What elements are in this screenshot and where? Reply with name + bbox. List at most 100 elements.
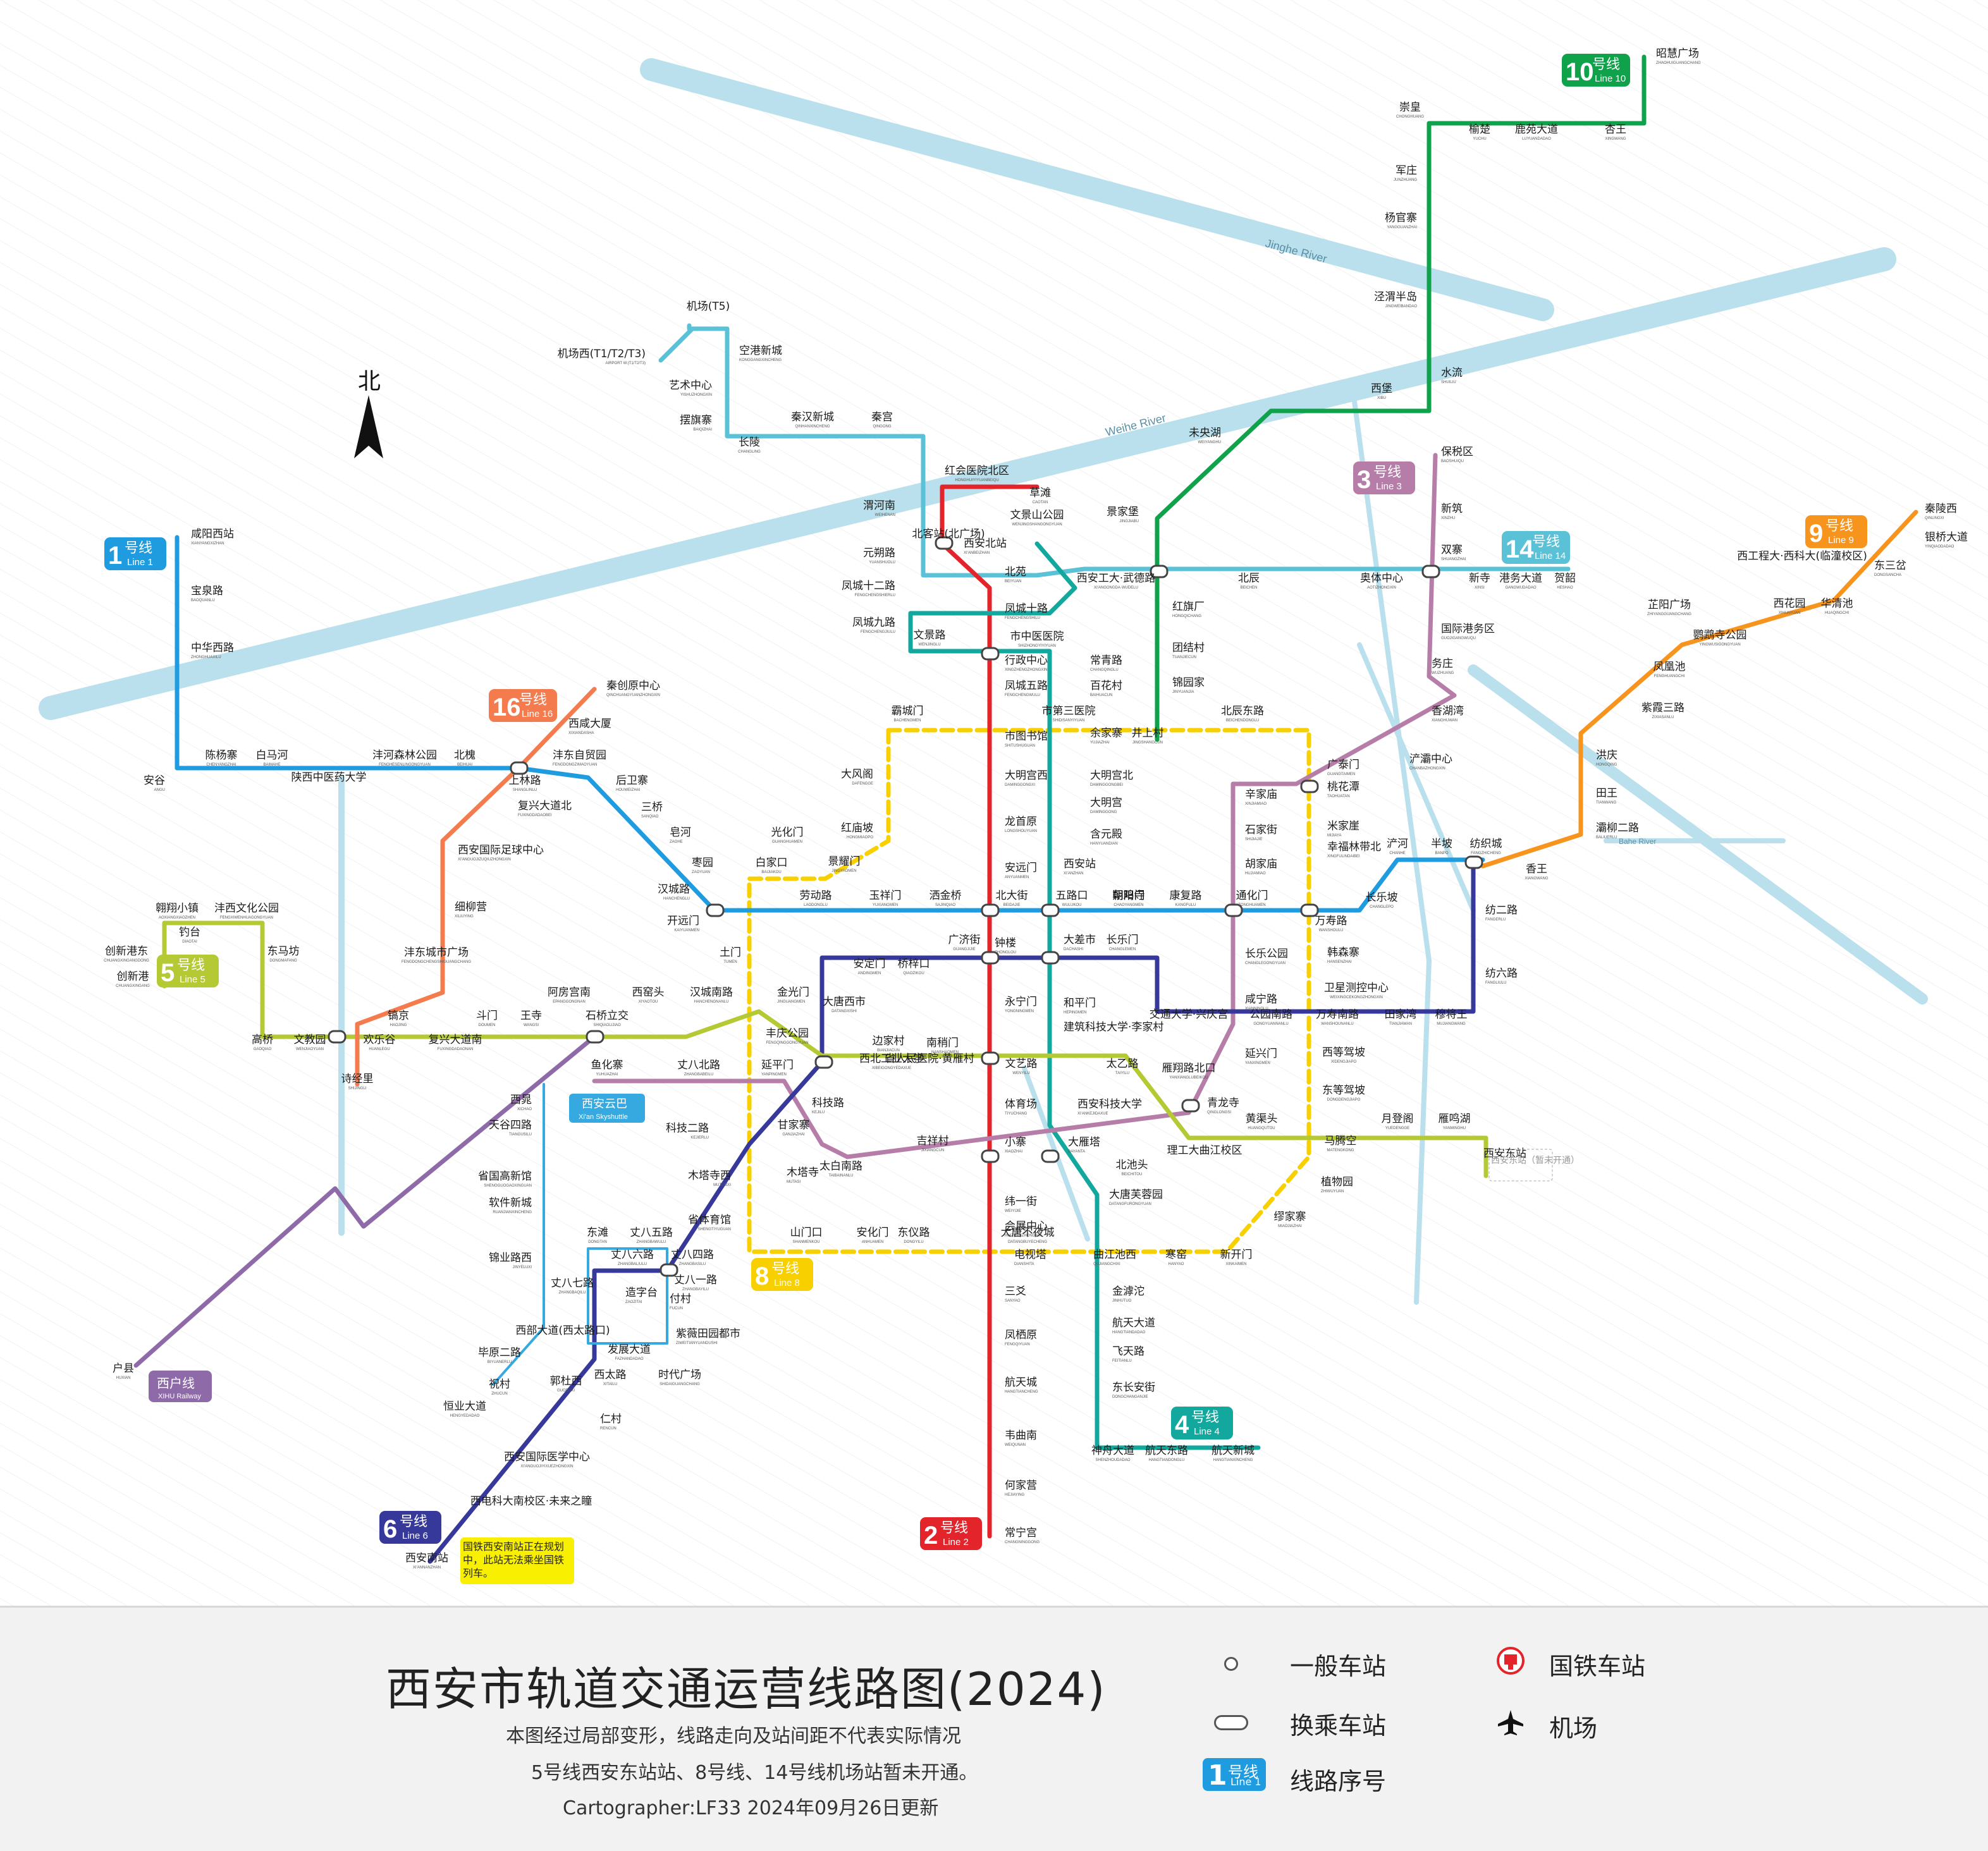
station[interactable]: 北客站(北广场) <box>912 528 985 541</box>
station[interactable]: 西工程大·西科大(临潼校区) <box>1737 550 1867 563</box>
station[interactable]: 建筑科技大学·李家村 <box>1064 1021 1163 1034</box>
